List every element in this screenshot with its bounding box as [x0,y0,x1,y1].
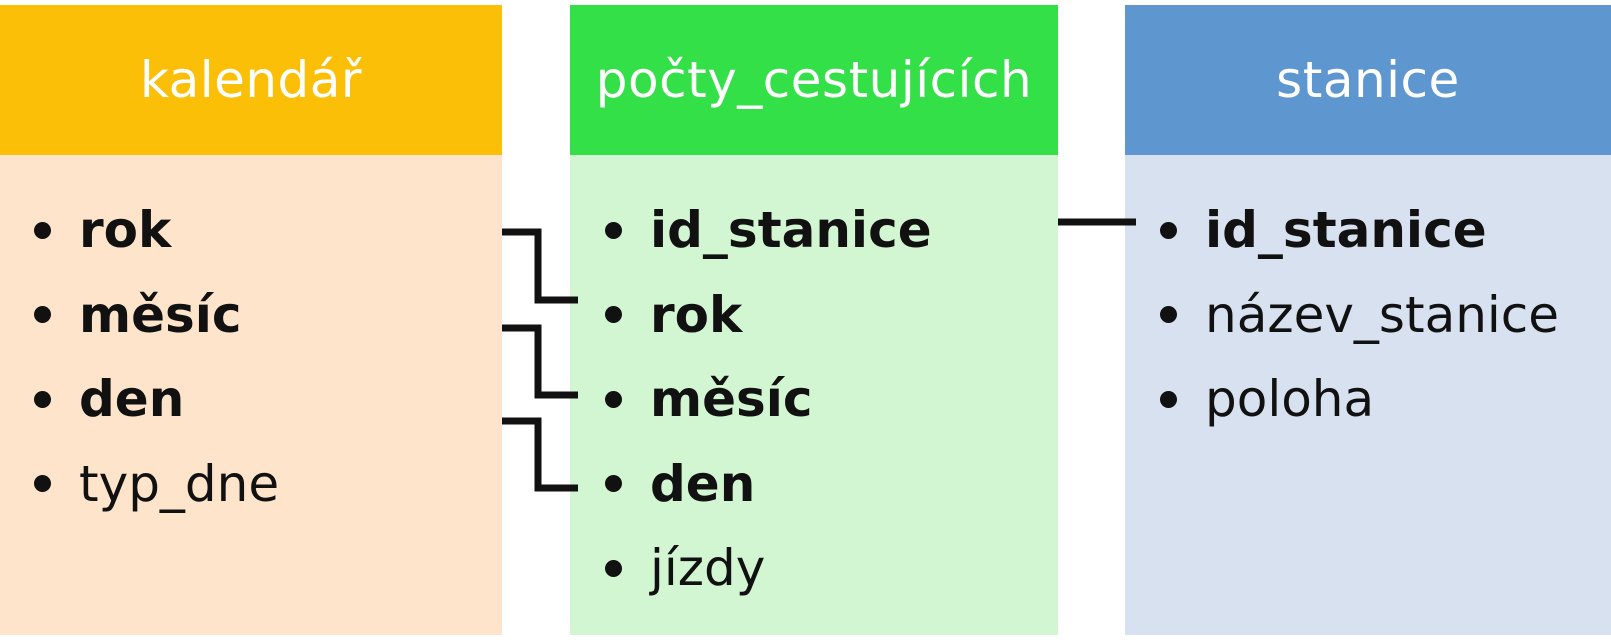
bullet-icon [34,221,51,239]
attribute-id-stanice: id_stanice [605,188,1058,273]
bullet-icon [1160,221,1177,239]
bullet-icon [34,306,51,324]
bullet-icon [34,390,51,408]
entity-stanice: stanice id_stanice název_stanice poloha [1125,5,1611,635]
entity-pocty-cestujicich-title: počty_cestujících [570,5,1058,155]
attribute-den: den [34,357,502,442]
bullet-icon [605,306,622,324]
attribute-den: den [605,442,1058,527]
connector-rok [502,228,578,304]
bullet-icon [605,221,622,239]
attribute-rok: rok [605,273,1058,358]
entity-kalendar-body: rok měsíc den typ_dne [0,155,502,635]
entity-stanice-attributes: id_stanice název_stanice poloha [1125,188,1611,442]
connector-mesic [502,324,578,399]
attribute-jizdy: jízdy [605,526,1058,611]
entity-stanice-title: stanice [1125,5,1611,155]
attribute-mesic: měsíc [605,357,1058,442]
entity-pocty-cestujicich-attributes: id_stanice rok měsíc den jízdy [570,188,1058,611]
entity-stanice-body: id_stanice název_stanice poloha [1125,155,1611,635]
bullet-icon [605,559,622,577]
bullet-icon [605,475,622,493]
entity-kalendar: kalendář rok měsíc den typ_dne [0,5,502,635]
bullet-icon [605,390,622,408]
bullet-icon [1160,390,1177,408]
bullet-icon [1160,306,1177,324]
attribute-id-stanice: id_stanice [1160,188,1611,273]
attribute-poloha: poloha [1160,357,1611,442]
bullet-icon [34,475,51,493]
entity-pocty-cestujicich-body: id_stanice rok měsíc den jízdy [570,155,1058,635]
attribute-typ-dne: typ_dne [34,442,502,527]
connector-den [502,417,578,492]
entity-pocty-cestujicich: počty_cestujících id_stanice rok měsíc d… [570,5,1058,635]
attribute-mesic: měsíc [34,273,502,358]
attribute-rok: rok [34,188,502,273]
attribute-nazev-stanice: název_stanice [1160,273,1611,358]
entity-kalendar-attributes: rok měsíc den typ_dne [0,188,502,526]
entity-kalendar-title: kalendář [0,5,502,155]
